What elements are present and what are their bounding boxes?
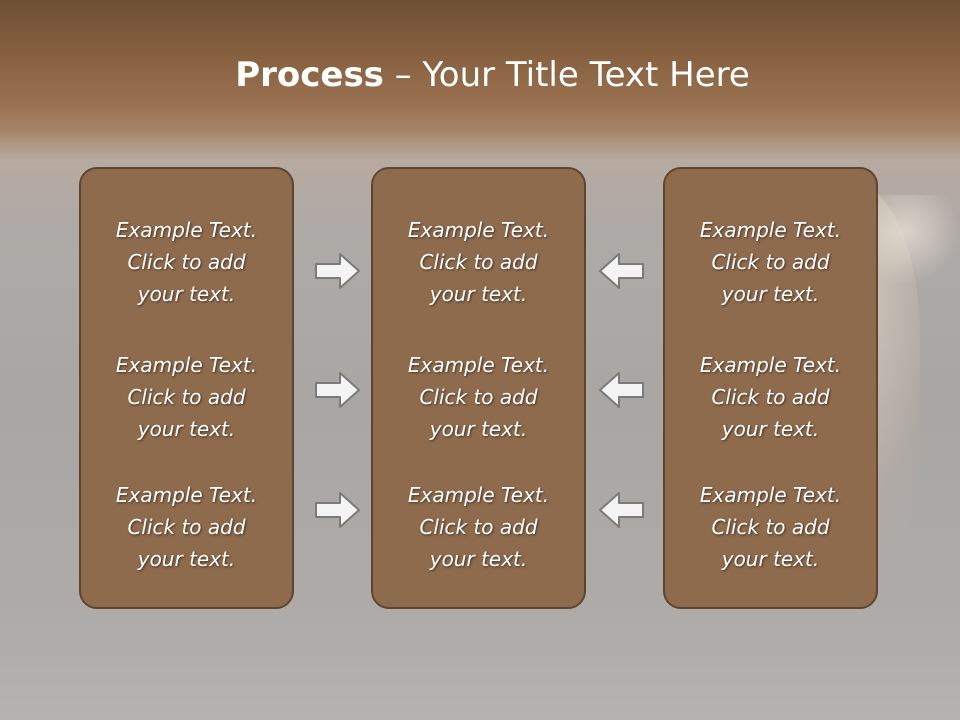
text-block[interactable]: Example Text. Click to add your text. [373, 479, 584, 575]
text-line: your text. [721, 417, 820, 441]
process-box-center[interactable]: Example Text. Click to add your text. Ex… [371, 167, 586, 609]
text-block[interactable]: Example Text. Click to add your text. [81, 349, 292, 445]
text-line: Example Text. [699, 483, 842, 507]
text-line: Example Text. [699, 218, 842, 242]
text-block[interactable]: Example Text. Click to add your text. [665, 214, 876, 310]
text-line: your text. [721, 282, 820, 306]
text-block[interactable]: Example Text. Click to add your text. [81, 479, 292, 575]
title-rest: – Your Title Text Here [383, 55, 750, 95]
text-line: Click to add [419, 250, 538, 274]
arrow-right-icon[interactable] [314, 370, 362, 410]
text-line: Click to add [711, 515, 830, 539]
arrow-left-icon[interactable] [597, 490, 645, 530]
title-bold: Process [235, 55, 384, 95]
text-line: your text. [137, 282, 236, 306]
text-line: Example Text. [407, 483, 550, 507]
text-line: your text. [721, 547, 820, 571]
text-line: your text. [137, 547, 236, 571]
text-block[interactable]: Example Text. Click to add your text. [373, 349, 584, 445]
text-line: Click to add [419, 385, 538, 409]
text-line: your text. [429, 282, 528, 306]
text-line: Click to add [127, 385, 246, 409]
text-line: Example Text. [407, 353, 550, 377]
text-block[interactable]: Example Text. Click to add your text. [373, 214, 584, 310]
slide-title[interactable]: Process – Your Title Text Here [0, 52, 960, 98]
text-line: Click to add [711, 250, 830, 274]
text-line: Click to add [711, 385, 830, 409]
text-line: Example Text. [115, 353, 258, 377]
text-line: Example Text. [115, 483, 258, 507]
arrow-left-icon[interactable] [597, 370, 645, 410]
text-line: Example Text. [407, 218, 550, 242]
text-line: Click to add [419, 515, 538, 539]
text-line: Click to add [127, 250, 246, 274]
text-line: your text. [137, 417, 236, 441]
text-block[interactable]: Example Text. Click to add your text. [81, 214, 292, 310]
arrow-right-icon[interactable] [314, 251, 362, 291]
text-line: Click to add [127, 515, 246, 539]
text-block[interactable]: Example Text. Click to add your text. [665, 349, 876, 445]
process-box-right[interactable]: Example Text. Click to add your text. Ex… [663, 167, 878, 609]
text-line: your text. [429, 547, 528, 571]
text-line: Example Text. [699, 353, 842, 377]
text-block[interactable]: Example Text. Click to add your text. [665, 479, 876, 575]
arrow-left-icon[interactable] [597, 251, 645, 291]
text-line: your text. [429, 417, 528, 441]
arrow-right-icon[interactable] [314, 490, 362, 530]
process-box-left[interactable]: Example Text. Click to add your text. Ex… [79, 167, 294, 609]
text-line: Example Text. [115, 218, 258, 242]
background-highlight [870, 195, 960, 285]
